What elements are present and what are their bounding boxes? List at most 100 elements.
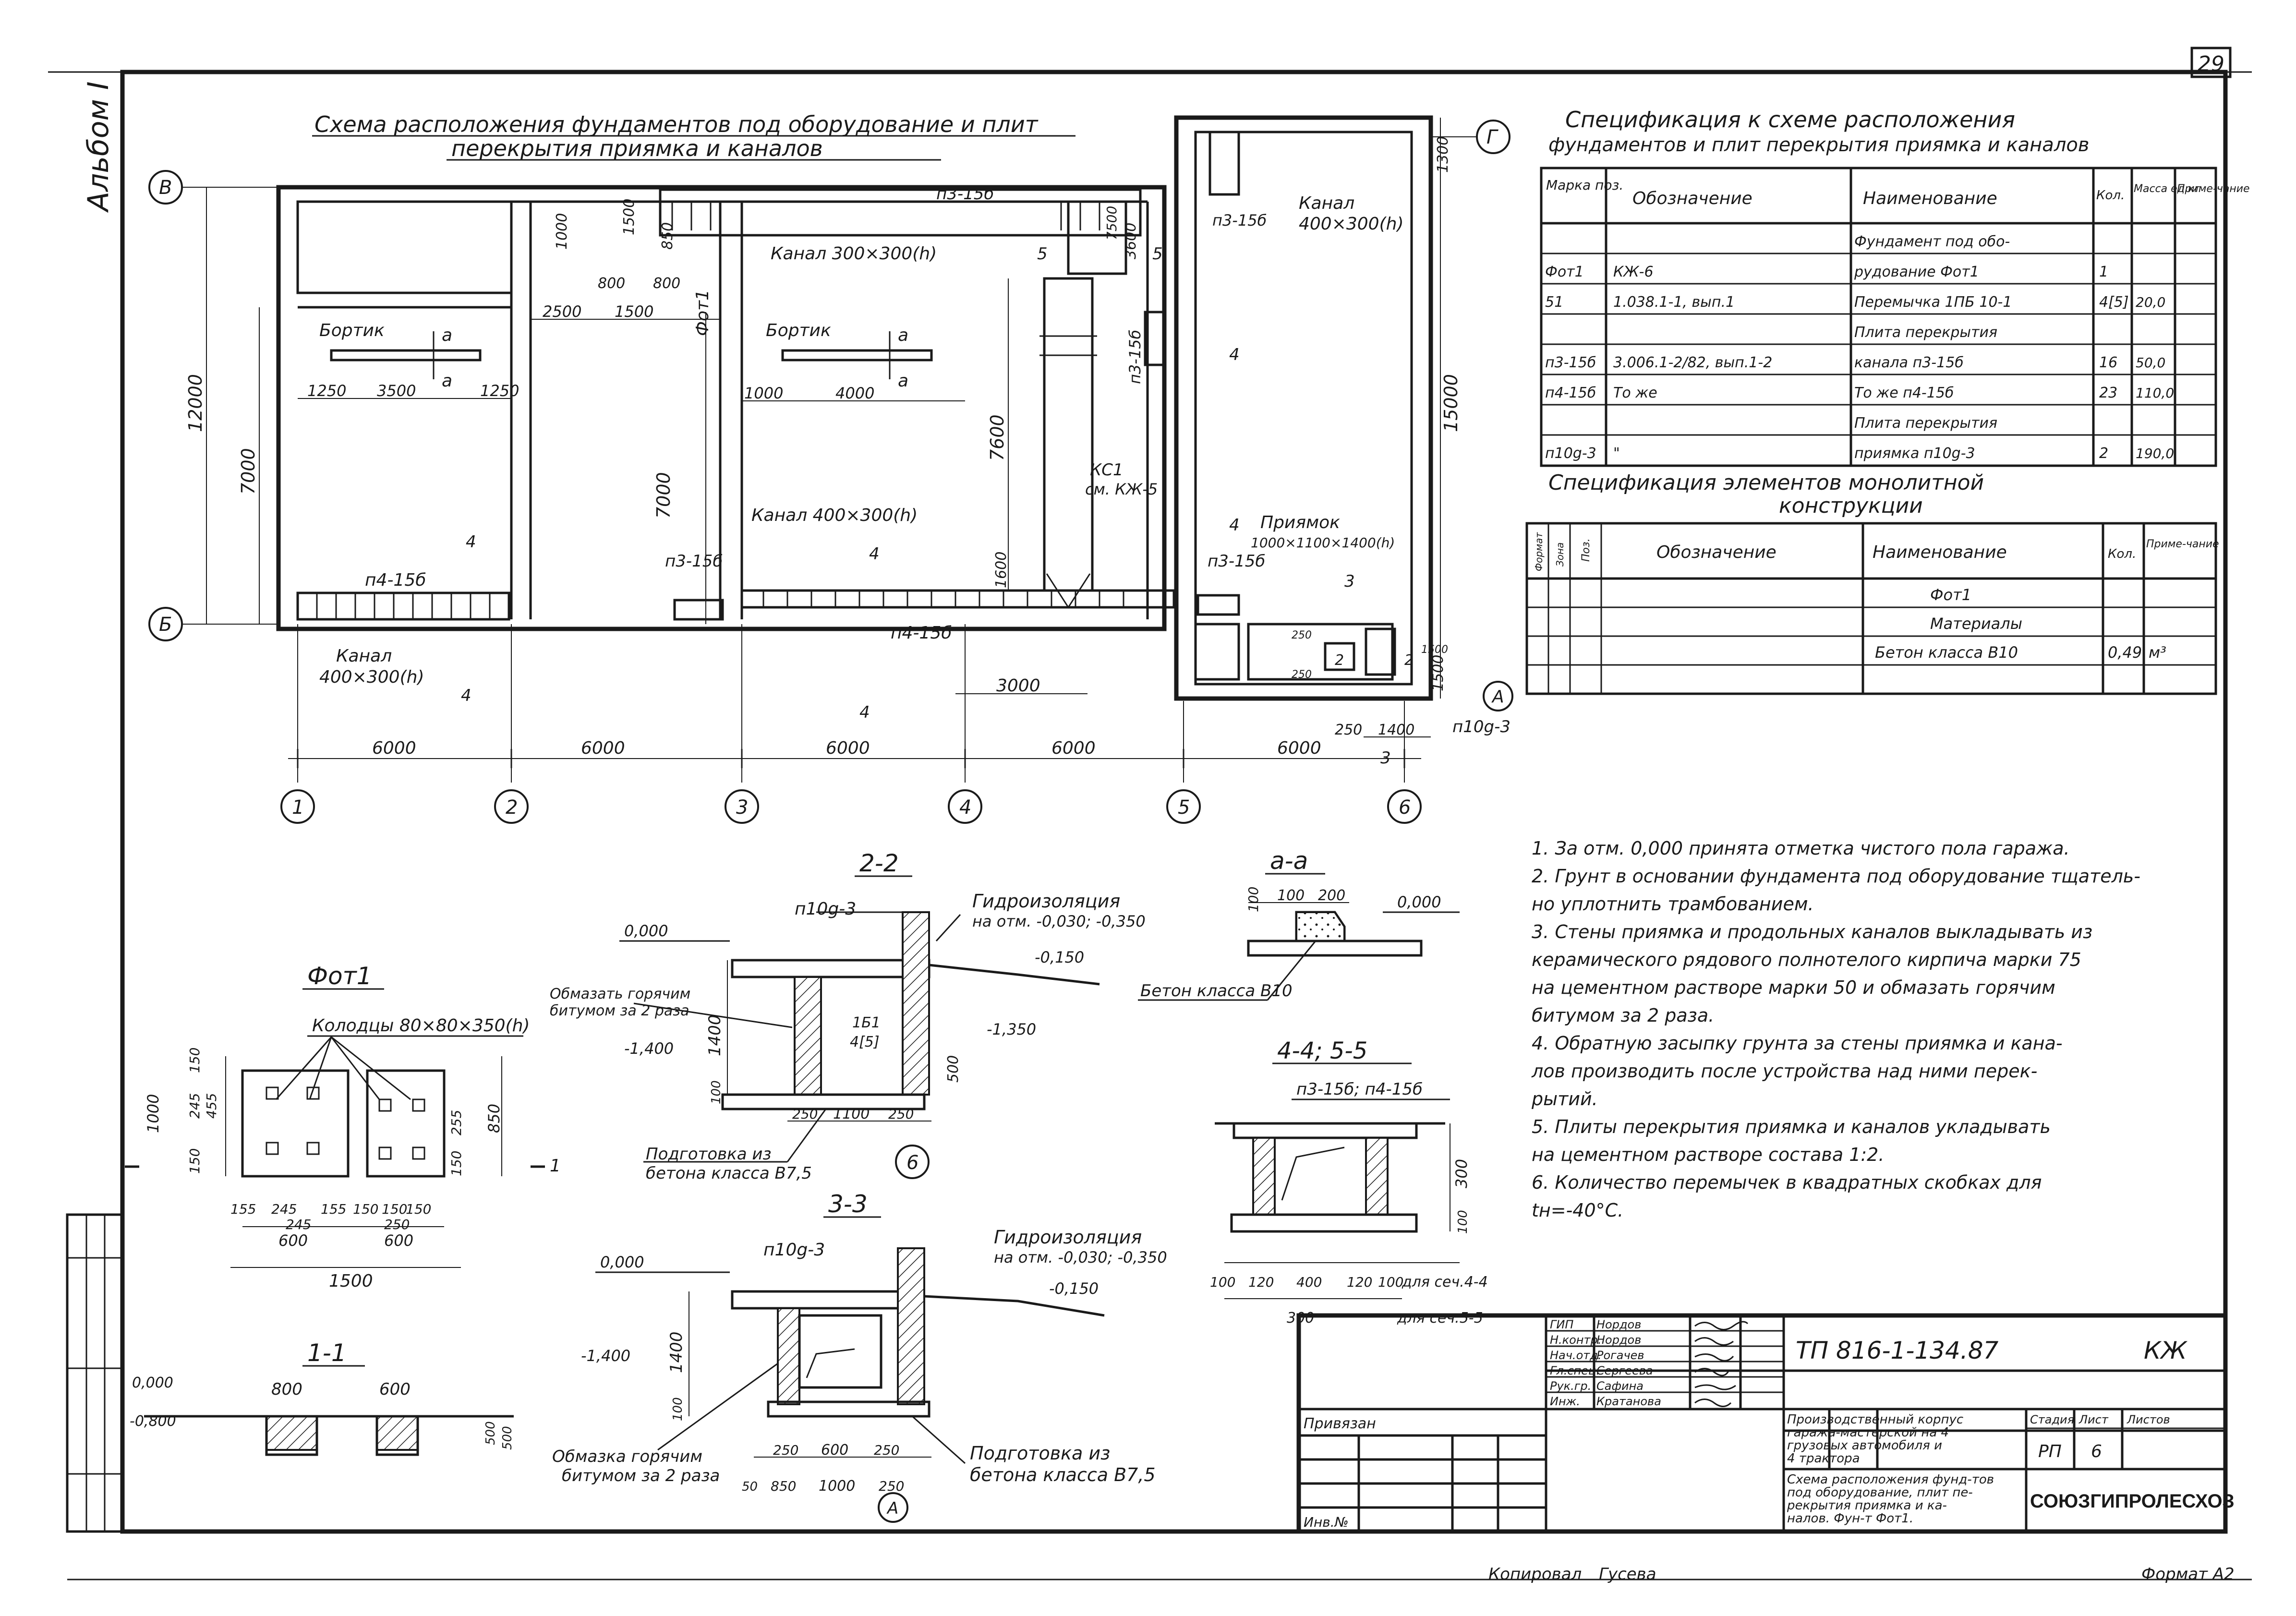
s11-level-08: -0,800 — [130, 1413, 176, 1430]
axis-B: Б — [159, 614, 172, 636]
fom1-dim-total: 1500 — [329, 1271, 373, 1291]
spec1-cell: канала п3-15б — [1854, 354, 1964, 371]
dim-1250-a: 1250 — [307, 382, 346, 400]
axis-A: А — [1491, 687, 1504, 707]
kanal-right-label-2: 400×300(h) — [1299, 214, 1404, 234]
span-3-4: 6000 — [826, 738, 870, 758]
span-2-3: 6000 — [581, 738, 625, 758]
spec1-cell: " — [1613, 445, 1620, 462]
spec1-cell: п10g-3 — [1545, 445, 1596, 462]
saa-concrete: Бетон класса В10 — [1140, 981, 1293, 1001]
section-mark-4e: 4 — [1229, 345, 1240, 364]
spec1-cell: Перемычка 1ПБ 10-1 — [1854, 294, 2012, 311]
fom1-dim-v-150-b: 150 — [187, 1148, 203, 1174]
slab-row-top — [671, 202, 1100, 230]
tb-name-0: Нордов — [1596, 1318, 1641, 1331]
fom1-dim-250: 250 — [384, 1217, 410, 1232]
tb-sheet-4: налов. Фун-т Фот1. — [1787, 1511, 1913, 1526]
axis-1: 1 — [292, 796, 304, 819]
s11-level-0: 0,000 — [132, 1375, 173, 1391]
spec1-cell: п4-15б — [1545, 385, 1596, 401]
s22-dim-1100: 1100 — [833, 1106, 870, 1122]
copied-by-label: Копировал — [1488, 1565, 1582, 1584]
saa-level: 0,000 — [1397, 893, 1441, 911]
s33-dim-600: 600 — [821, 1442, 848, 1459]
section-1-1: 1-1 800 600 0,000 -0,800 500 500 — [130, 1339, 515, 1456]
dim-850: 850 — [659, 222, 676, 250]
axis-6: 6 — [1399, 796, 1411, 819]
saa-dim-100-a: 100 — [1277, 887, 1305, 904]
spec2-cell: 0,49 — [2108, 643, 2142, 662]
slab-row-mid — [762, 591, 1148, 607]
spec1-cell: 16 — [2099, 354, 2117, 371]
spec2-cell: Бетон класса В10 — [1875, 643, 2018, 662]
spec2-h-format: Формат — [1533, 532, 1545, 571]
spec1-cell: То же — [1613, 385, 1657, 401]
s33-dim-1400: 1400 — [667, 1331, 686, 1373]
spec2-h-pos: Поз. — [1580, 538, 1592, 562]
ks1-label-2: см. КЖ-5 — [1085, 480, 1158, 498]
dim-3600: 3600 — [1123, 223, 1139, 259]
s22-level-015: -0,150 — [1035, 948, 1084, 966]
dim-7600: 7600 — [987, 414, 1008, 461]
section-4-4-5-5: 4-4; 5-5 п3-15б; п4-15б 100 120 400 120 … — [1210, 1037, 1488, 1327]
section-mark-5a: 5 — [1037, 244, 1048, 264]
s11-h500-a: 500 — [483, 1421, 498, 1445]
fom1-plan-label: Фот1 — [693, 289, 713, 336]
section-mark-5b: 5 — [1152, 244, 1163, 264]
sheet-frame: 29 Альбом I Копировал Гусева Формат А 2 — [48, 47, 2252, 1584]
page-number: 29 — [2198, 52, 2224, 76]
section-mark-2b: 2 — [1404, 652, 1414, 669]
spec2-cell: Материалы — [1930, 615, 2022, 633]
spec1-cell: п3-15б — [1545, 354, 1596, 371]
axis-3: 3 — [736, 796, 748, 819]
p3-15b-4: п3-15б — [1126, 330, 1144, 384]
slab-row-left — [316, 593, 491, 619]
dim-1000-a: 1000 — [554, 213, 570, 250]
axis-2: 2 — [506, 796, 518, 819]
spec1-cell: 20,0 — [2136, 294, 2165, 310]
s22-dim-500: 500 — [945, 1055, 962, 1083]
s33-axis: А — [886, 1499, 898, 1518]
s33-dim-850: 850 — [771, 1478, 796, 1494]
s22-level-0: 0,000 — [624, 922, 668, 940]
fom1-dim-v-1000: 1000 — [144, 1094, 162, 1133]
note-line: tн=-40°С. — [1532, 1200, 1623, 1221]
section-mark-2a: 2 — [1335, 652, 1344, 669]
s44-slab: п3-15б; п4-15б — [1296, 1080, 1423, 1099]
section-mark-4b: 4 — [461, 686, 471, 705]
album-label: Альбом I — [82, 82, 115, 214]
spec1-h-note: Приме-чание — [2177, 183, 2250, 195]
section-2-2: 2-2 п10g-3 Гидроизоляция на отм. -0,030;… — [550, 849, 1146, 1183]
note-line: 6. Количество перемычек в квадратных ско… — [1532, 1172, 2042, 1193]
spec1-h-mass: Масса ед.кг — [2134, 183, 2200, 195]
spec1-cell: 3.006.1-2/82, вып.1-2 — [1613, 354, 1772, 371]
spec1-h-mark: Марка поз. — [1546, 177, 1623, 193]
dim-3500: 3500 — [377, 382, 416, 400]
s22-dim-1400: 1400 — [705, 1014, 725, 1056]
fom1-dim-600-b: 600 — [384, 1231, 413, 1250]
priyamok-label-2: 1000×1100×1400(h) — [1251, 535, 1395, 551]
tb-mark: КЖ — [2144, 1337, 2187, 1364]
dim-250: 250 — [1335, 722, 1362, 738]
tb-name-4: Сафина — [1596, 1379, 1643, 1393]
s22-title: 2-2 — [859, 849, 899, 877]
note-line: на цементном растворе состава 1:2. — [1532, 1144, 1884, 1165]
bortik-label-2: Бортик — [766, 321, 831, 340]
copier-name: Гусева — [1599, 1565, 1656, 1584]
p3-15b-5: п3-15б — [1208, 552, 1265, 571]
note-line: битумом за 2 раза. — [1532, 1005, 1714, 1026]
spec1-cell: 1 — [2099, 264, 2108, 280]
spec-table-1: Спецификация к схеме расположения фундам… — [1540, 107, 2250, 467]
s44-cut44: для сеч.4-4 — [1402, 1274, 1488, 1290]
fom1-dim-150-b: 150 — [382, 1201, 407, 1217]
dim-15000: 15000 — [1440, 374, 1462, 432]
kanal-right-label-1: Канал — [1299, 193, 1354, 213]
p3-15b-2: п3-15б — [665, 552, 723, 571]
fom1-dim-150-c: 150 — [406, 1201, 431, 1217]
s44-height: 300 — [1452, 1159, 1471, 1188]
signature-marks — [1694, 1321, 1749, 1407]
axis-bubbles — [148, 120, 1513, 824]
tb-role-4: Рук.гр. — [1550, 1379, 1591, 1393]
